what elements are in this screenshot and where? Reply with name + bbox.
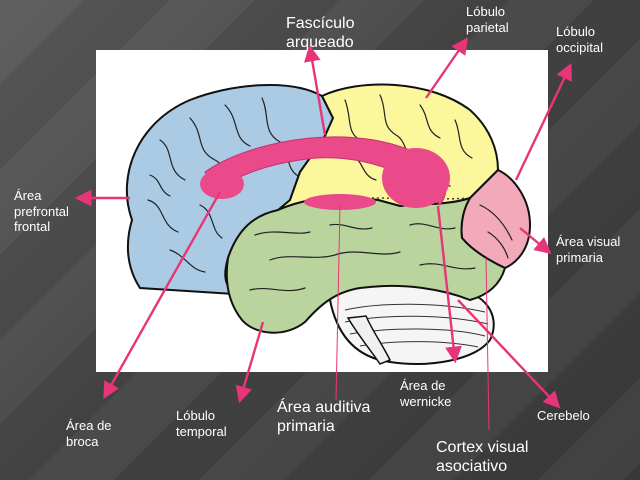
arcuate-fasciculus-path <box>204 136 447 206</box>
label-area-de-broca: Área de broca <box>66 418 112 449</box>
label-cerebelo: Cerebelo <box>537 408 590 423</box>
broca-region <box>200 169 244 199</box>
thin-pointer-lines <box>335 204 490 431</box>
pointer-auditiva <box>335 204 341 401</box>
label-area-visual-primaria: Área visual primaria <box>556 234 621 265</box>
label-fasciculo-arqueado: Fascículo arqueado <box>286 15 355 52</box>
label-cortex-visual-asociativo: Cortex visual asociativo <box>436 439 529 476</box>
arrow-temporal <box>235 321 265 404</box>
arrow-visual-primaria <box>519 227 552 255</box>
label-lobulo-temporal: Lóbulo temporal <box>176 408 227 439</box>
auditory-region <box>304 194 376 210</box>
arrows <box>74 37 572 409</box>
arrow-occipital <box>514 62 572 181</box>
label-area-de-wernicke: Área de wernicke <box>400 378 452 409</box>
label-area-auditiva-primaria: Área auditiva primaria <box>277 399 371 436</box>
arrow-cerebelo <box>457 299 561 409</box>
arrow-broca <box>103 191 222 399</box>
arrow-fasciculo <box>304 44 327 136</box>
label-lobulo-parietal: Lóbulo parietal <box>466 4 509 35</box>
brainstem <box>346 315 392 365</box>
arrow-wernicke <box>436 205 462 364</box>
wernicke-region <box>382 148 450 208</box>
arrow-parietal <box>425 37 468 99</box>
pointer-cortex-visual <box>485 257 490 431</box>
label-lobulo-occipital: Lóbulo occipital <box>556 24 603 55</box>
label-area-prefrontal: Área prefrontal frontal <box>14 188 69 235</box>
